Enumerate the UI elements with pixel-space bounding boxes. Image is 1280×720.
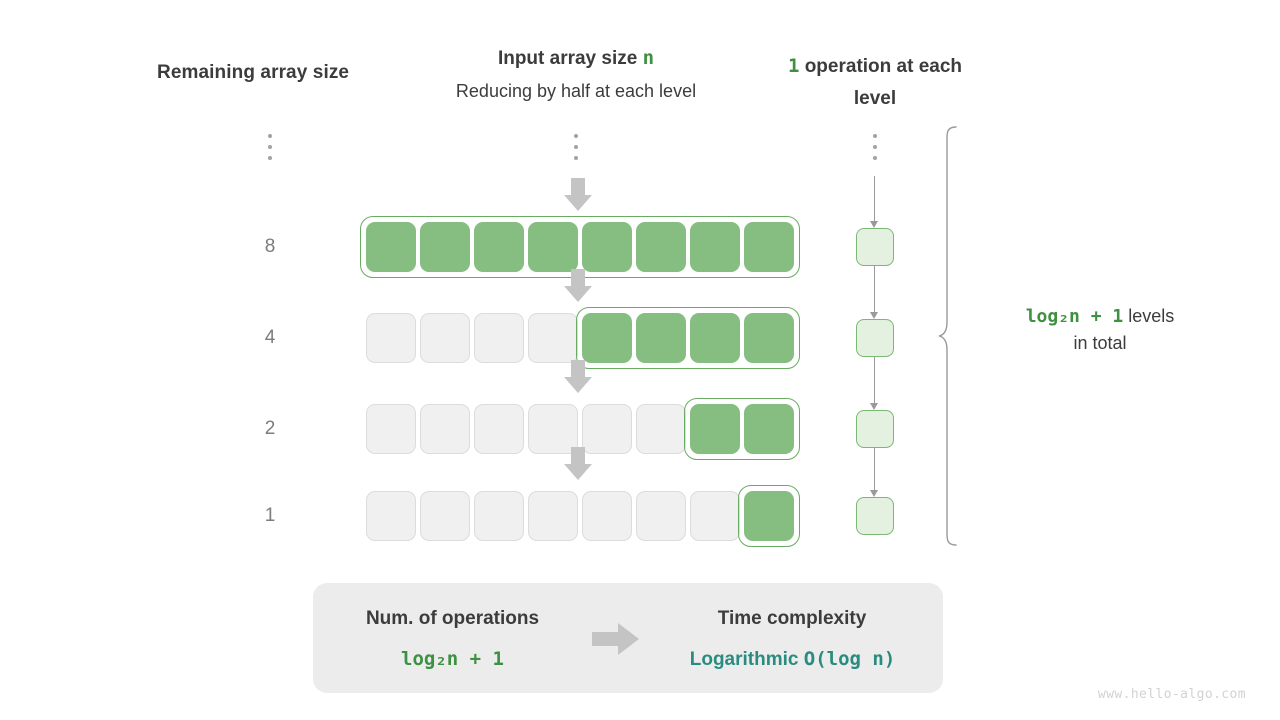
summary-complexity-word: Logarithmic [689,649,799,670]
operation-box [856,319,894,357]
array-cell-active [744,404,794,454]
levels-formula: log₂n + 1 [1025,306,1124,327]
ellipsis-dots-left [265,134,275,167]
levels-in-total: in total [1073,333,1127,354]
levels-total-note: log₂n + 1 levels in total [985,303,1215,356]
operation-connector-line [874,448,876,491]
array-cell-inactive [528,491,578,541]
array-cell-inactive [366,313,416,363]
array-cell-inactive [636,404,686,454]
dot [873,145,877,149]
remaining-size-label: 4 [264,327,276,348]
summary-complexity-value: Logarithmic O(log n) [660,648,925,671]
dot [873,156,877,160]
array-cell-inactive [420,404,470,454]
header-input-array-size-text: Input array size [497,48,643,69]
operation-box [856,497,894,535]
array-cell-active [744,491,794,541]
array-cell-active [366,222,416,272]
header-ops-text: operation at each level [799,56,963,109]
array-cell-inactive [474,404,524,454]
array-cell-inactive [420,491,470,541]
dot [873,134,877,138]
array-cell-active [582,222,632,272]
split-arrow-icon [563,269,593,303]
array-cell-inactive [528,313,578,363]
array-cell-active [420,222,470,272]
summary-complexity-bigo: O(log n) [803,648,896,670]
ellipsis-dots-right [870,134,880,167]
header-variable-n: n [642,47,655,69]
array-cell-inactive [474,491,524,541]
array-cell-active [636,313,686,363]
header-reducing-subtitle: Reducing by half at each level [455,81,697,101]
array-cell-active [690,404,740,454]
active-segment-outline [738,485,800,547]
array-cell-inactive [582,491,632,541]
operation-connector-arrowhead [870,490,878,497]
operation-connector-line [874,266,876,313]
remaining-size-label: 2 [264,418,276,439]
array-cell-inactive [366,491,416,541]
array-cell-inactive [474,313,524,363]
operation-box [856,228,894,266]
header-input-array-size: Input array size n [418,47,734,70]
remaining-size-label: 1 [264,505,276,526]
array-cell-inactive [636,491,686,541]
array-cell-inactive [528,404,578,454]
array-cell-active [528,222,578,272]
dot [574,145,578,149]
array-cell-inactive [420,313,470,363]
summary-operations-title: Num. of operations [365,608,540,629]
active-segment-outline [684,398,800,460]
active-segment-outline [576,307,800,369]
levels-suffix: levels [1123,306,1175,326]
dot [268,156,272,160]
dot [574,134,578,138]
summary-operations-value: log₂n + 1 [401,648,504,670]
remaining-size-label: 8 [264,236,276,257]
array-cell-active [636,222,686,272]
operation-connector-arrowhead [870,403,878,410]
dot [268,134,272,138]
split-arrow-icon [563,178,593,212]
ellipsis-dots-middle [571,134,581,167]
array-cell-active [744,313,794,363]
array-cell-active [744,222,794,272]
levels-brace [938,126,964,551]
array-cell-inactive [582,404,632,454]
split-arrow-icon [563,360,593,394]
array-cell-inactive [690,491,740,541]
array-cell-active [582,313,632,363]
operation-connector-line [874,176,876,222]
dot [574,156,578,160]
summary-complexity-title: Time complexity [717,608,867,629]
header-ops-count: 1 [787,55,800,77]
header-remaining-array-size: Remaining array size [157,62,350,83]
array-cell-inactive [366,404,416,454]
operation-connector-line [874,357,876,404]
array-cell-active [690,222,740,272]
watermark: www.hello-algo.com [1097,687,1246,702]
operation-box [856,410,894,448]
operation-connector-arrowhead [870,221,878,228]
array-cell-active [474,222,524,272]
split-arrow-icon [563,447,593,481]
summary-arrow-icon [592,622,640,661]
header-one-operation: 1 operation at each level [786,51,964,115]
dot [268,145,272,149]
array-cell-active [690,313,740,363]
operation-connector-arrowhead [870,312,878,319]
